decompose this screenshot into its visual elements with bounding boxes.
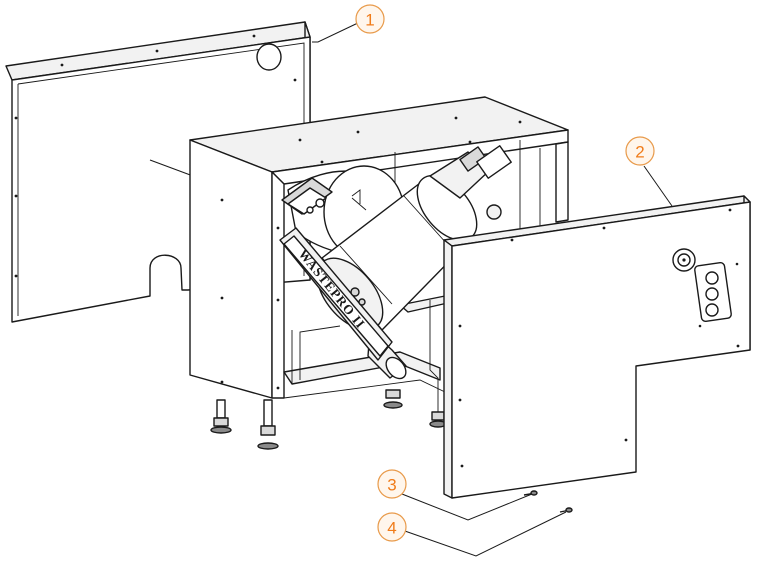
- fixing-screw-3: [523, 490, 538, 496]
- control-panel: [672, 248, 739, 328]
- junction-box: [281, 177, 333, 215]
- callout-3: 3: [377, 469, 407, 499]
- callout-1: 1: [355, 4, 385, 34]
- leader-line-3: [401, 493, 533, 521]
- callout-4: 4: [377, 512, 407, 542]
- callout-3-label: 3: [387, 476, 396, 495]
- indicator-light-2-icon: [705, 287, 719, 301]
- callout-2: 2: [625, 136, 655, 166]
- callout-1-label: 1: [365, 11, 374, 30]
- leader-line-2: [643, 165, 673, 207]
- front-panel-2: [443, 195, 751, 499]
- callout-2-label: 2: [635, 143, 644, 162]
- indicator-light-3-icon: [705, 303, 719, 317]
- callout-4-label: 4: [387, 519, 396, 538]
- foot-front-right: [257, 399, 279, 450]
- indicator-light-1-icon: [705, 271, 719, 285]
- adjustable-feet: [210, 389, 447, 450]
- foot-front-left: [210, 399, 232, 434]
- leader-line-4: [401, 511, 567, 557]
- fixing-screw-4: [559, 507, 573, 513]
- leader-line-1: [312, 21, 361, 43]
- foot-rear-middle: [383, 389, 403, 409]
